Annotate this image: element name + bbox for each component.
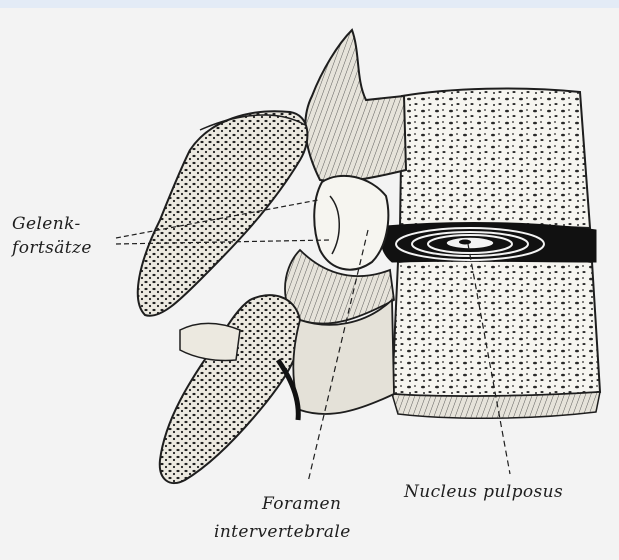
intervertebral-disc (381, 223, 596, 262)
label-foramen-1: Foramen (262, 494, 341, 514)
upper-lamina (138, 111, 308, 316)
label-gelenkfortsaetze-2: fortsätze (12, 238, 92, 258)
label-nucleus-pulposus: Nucleus pulposus (404, 482, 563, 502)
label-gelenkfortsaetze-1: Gelenk- (12, 214, 81, 234)
upper-vertebral-body (400, 89, 590, 228)
label-foramen-2: intervertebrale (214, 522, 351, 542)
articular-facets (314, 176, 388, 270)
upper-spinous-process (305, 30, 406, 181)
lower-lamina (160, 295, 301, 483)
